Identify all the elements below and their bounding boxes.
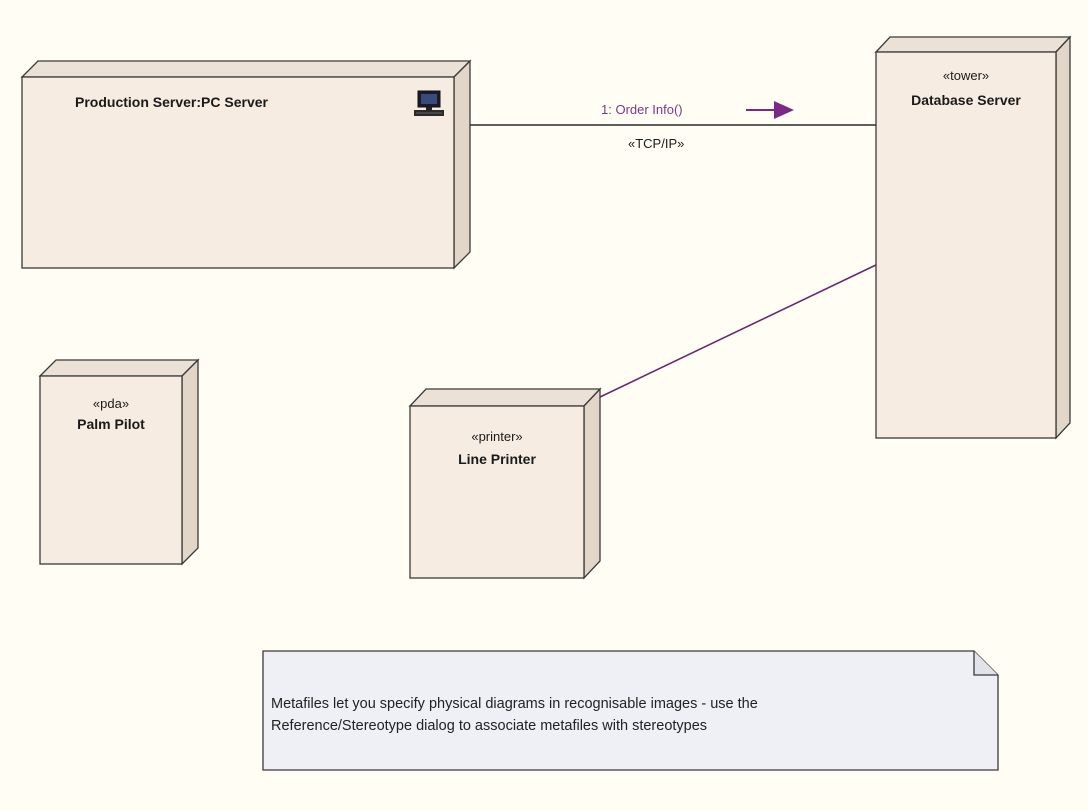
database-server-stereotype: «tower» bbox=[942, 68, 990, 83]
palm-pilot-stereotype: «pda» bbox=[92, 396, 130, 411]
node-palm-pilot[interactable] bbox=[38, 358, 200, 566]
connector-printer-db[interactable] bbox=[597, 263, 879, 399]
note-text-line-1: Metafiles let you specify physical diagr… bbox=[271, 696, 758, 712]
computer-icon bbox=[414, 90, 444, 116]
palm-pilot-name: Palm Pilot bbox=[77, 416, 145, 432]
note-text-line-2: Reference/Stereotype dialog to associate… bbox=[271, 718, 708, 734]
message-label: 1: Order Info() bbox=[601, 102, 683, 117]
production-server-name: Production Server:PC Server bbox=[75, 94, 268, 110]
node-production-server[interactable] bbox=[20, 59, 472, 270]
note-text: Metafiles let you specify physical diagr… bbox=[271, 693, 991, 737]
line-printer-name: Line Printer bbox=[458, 451, 536, 467]
database-server-name: Database Server bbox=[911, 92, 1021, 108]
arrow-right-icon bbox=[746, 101, 794, 119]
note[interactable] bbox=[262, 650, 999, 771]
node-line-printer[interactable] bbox=[408, 387, 602, 580]
line-printer-stereotype: «printer» bbox=[471, 429, 523, 444]
connector-stereotype: «TCP/IP» bbox=[628, 136, 685, 151]
node-database-server[interactable] bbox=[874, 35, 1072, 440]
